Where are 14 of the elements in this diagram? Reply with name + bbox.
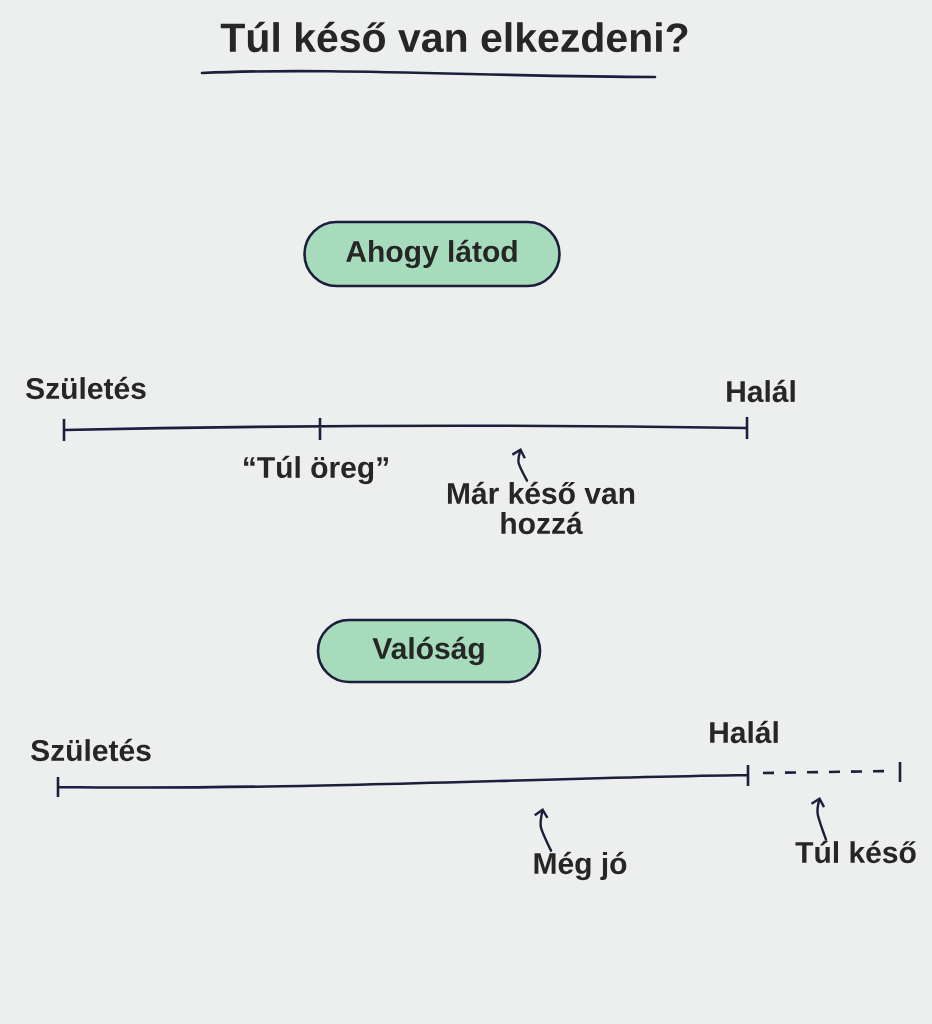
endpoint-label: Halál [727, 379, 795, 403]
arrow [810, 797, 828, 841]
heading-pill: Ahogy látod [303, 220, 561, 288]
annotation-text: Túl késő [795, 840, 916, 864]
endpoint-label: Születés [26, 376, 146, 400]
arrow [511, 448, 529, 482]
tick-label: “Túl öreg” [244, 455, 388, 485]
annotation-text: Még jó [534, 851, 627, 881]
arrow [534, 808, 553, 852]
annotation-text: Már késő van hozzá [447, 481, 635, 535]
heading-pill: Valóság [316, 618, 542, 684]
endpoint-label: Halál [710, 720, 778, 744]
endpoint-label: Születés [31, 738, 151, 762]
title: Túl késő van elkezdeni? [220, 21, 688, 53]
